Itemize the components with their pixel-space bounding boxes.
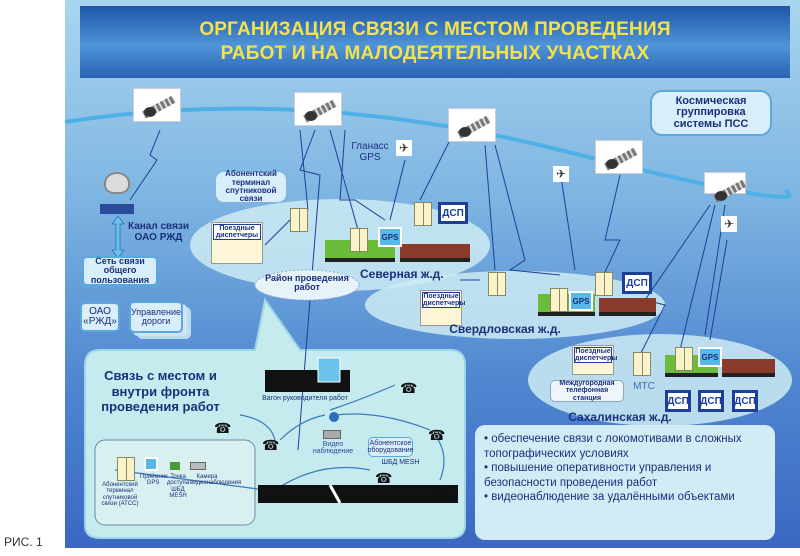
terminal-icon [595,272,613,296]
sverdlovsk-gps: GPS [569,291,593,311]
dispatchers-label: Поездные диспетчеры [574,347,618,363]
terminal-icon [550,288,568,312]
terminal-icon [350,228,368,252]
intercity-exchange-box: Междугородная телефонная станция [550,380,624,402]
mesh-access-point-icon [329,412,339,422]
sakhalin-railway-label: Сахалинская ж.д. [568,410,672,424]
sakhalin-dsp-1: ДСП [665,390,691,412]
legend-terminal-icon [117,457,135,481]
north-dsp: ДСП [438,202,468,224]
subscriber-terminal-callout: Абонентский терминал спутниковой связи [216,170,286,203]
worker-with-radio-icon: ☎ [428,427,446,443]
benefit-item: • обеспечение связи с локомотивами в сло… [484,433,742,460]
benefit-text: обеспечение связи с локомотивами в сложн… [484,433,742,460]
glonass-satellite-icon: ✈ [721,216,737,232]
legend-gps-icon [144,457,158,471]
worker-with-radio-icon: ☎ [432,487,450,503]
public-network-box: Сеть связи общего пользования [82,256,158,286]
benefit-item: • видеонаблюдение за удалёнными объектам… [484,491,735,503]
legend-label-terminal: Абонентский терминал спутниковой связи (… [101,482,139,507]
sakhalin-dsp-3: ДСП [732,390,758,412]
mesh-label: ШБД MESH [381,459,420,466]
title-banner: ОРГАНИЗАЦИЯ СВЯЗИ С МЕСТОМ ПРОВЕДЕНИЯ РА… [80,6,790,78]
sakhalin-dsp-2: ДСП [698,390,724,412]
work-front-title: Связь с местом и внутри фронта проведени… [101,368,220,415]
glonass-satellite-icon: ✈ [553,166,569,182]
legend-camera-icon [190,462,206,470]
channel-label: Канал связи ОАО РЖД [127,221,190,243]
rzd-box: ОАО «РЖД» [80,302,120,332]
satellite-icon [704,172,746,201]
channel-arrow [111,215,125,259]
legend-label-mesh: Точка доступа ШБД MESH [166,474,190,499]
legend-label-camera: Камера видеонаблюдения [190,474,242,487]
sverdlovsk-dsp: ДСП [622,272,652,294]
road-management-box: Управление дороги [129,301,183,333]
legend-label-gps: Приёмник GPS [140,474,168,487]
video-camera-icon [323,430,341,439]
subscriber-equipment-callout: Абонентское оборудование [367,437,414,457]
north-gps: GPS [378,227,402,247]
satellite-icon [133,88,181,122]
title-line-1: ОРГАНИЗАЦИЯ СВЯЗИ С МЕСТОМ ПРОВЕДЕНИЯ [199,19,671,40]
mts-label: МТС [633,381,655,392]
space-group-callout: Космическая группировка системы ПСС [650,90,772,136]
glonass-satellite-icon: ✈ [396,140,412,156]
worker-with-radio-icon: ☎ [375,470,393,486]
bullets-panel [475,425,775,540]
sverdlovsk-dispatchers: Поездные диспетчеры [420,290,466,326]
worker-with-radio-icon: ☎ [262,437,280,453]
legend-panel [94,439,256,526]
north-dispatchers: Поездные диспетчеры [211,222,263,264]
terminal-icon [633,352,651,376]
benefits-list: • обеспечение связи с локомотивами в сло… [484,432,774,505]
sverdlovsk-railway-label: Свердловская ж.д. [449,322,561,336]
terminal-icon [290,208,308,232]
benefit-text: видеонаблюдение за удалёнными объектами [491,491,735,503]
worker-with-radio-icon: ☎ [400,380,418,396]
satellite-icon [595,140,643,174]
work-area-label: Район проведения работ [265,273,349,293]
terminal-icon [488,272,506,296]
leader-car-label: Вагон руководителя работ [262,395,348,402]
terminal-icon [414,202,432,226]
benefit-item: • повышение оперативности управления и б… [484,462,712,489]
dispatchers-label: Поездные диспетчеры [213,224,261,240]
sakhalin-dispatchers: Поездные диспетчеры [572,345,618,375]
satellite-icon [448,108,496,142]
work-area-ellipse [254,269,360,301]
work-train [258,485,458,503]
satellite-icon [294,92,342,126]
legend-mesh-icon [170,462,180,470]
figure-caption: РИС. 1 [4,535,43,549]
orbit-line [64,106,792,199]
sakhalin-gps: GPS [698,347,722,367]
title-line-2: РАБОТ И НА МАЛОДЕЯТЕЛЬНЫХ УЧАСТКАХ [220,43,650,64]
benefit-text: повышение оперативности управления и без… [484,462,712,489]
north-railway-label: Северная ж.д. [360,267,444,281]
satellite-dish-icon [100,172,134,216]
dispatchers-label: Поездные диспетчеры [422,292,466,308]
video-label: Видео наблюдение [312,441,354,456]
worker-with-radio-icon: ☎ [214,420,232,436]
terminal-icon [675,347,693,371]
glonass-label: Гланасс GPS [351,141,389,163]
